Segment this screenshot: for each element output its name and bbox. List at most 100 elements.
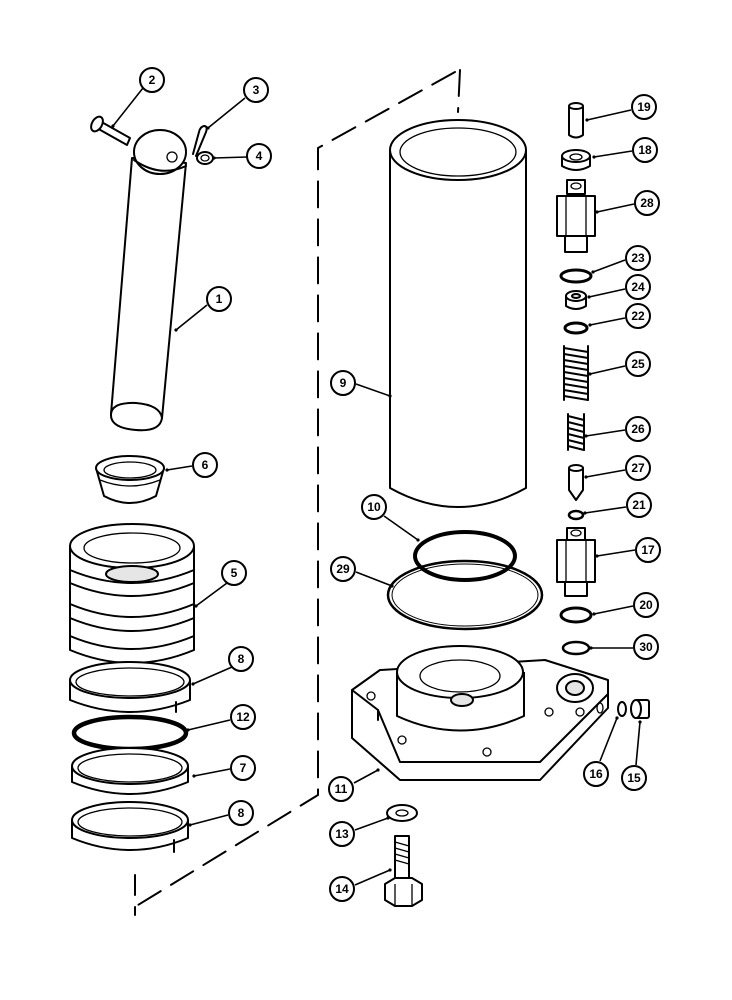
callout-26: 26 — [584, 416, 651, 442]
callout-circle — [583, 761, 609, 787]
callout-circle — [621, 765, 647, 791]
callout-leader-line — [588, 288, 626, 298]
callout-circle — [230, 704, 256, 730]
callout-circle — [625, 245, 651, 271]
callout-6: 6 — [165, 452, 218, 478]
callout-circle — [361, 494, 387, 520]
callout-number: 8 — [238, 652, 245, 666]
callout-leader-line — [189, 814, 229, 826]
wear-ring-upper-part — [69, 661, 191, 713]
callout-leader-tip — [584, 475, 588, 479]
callout-leader-line — [112, 87, 144, 127]
callout-leader-tip — [188, 823, 192, 827]
spring-large-part — [563, 345, 589, 401]
callout-28: 28 — [595, 190, 660, 216]
o-ring-30-part — [561, 640, 591, 656]
callout-leader-tip — [192, 774, 196, 778]
callout-leader-line — [585, 469, 626, 478]
callout-number: 4 — [256, 149, 263, 163]
callout-leader-line — [175, 304, 208, 331]
callout-leader-tip — [638, 720, 642, 724]
callout-circle — [206, 286, 232, 312]
callout-leader-tip — [165, 468, 169, 472]
callout-leader-line — [585, 429, 626, 437]
callout-22: 22 — [588, 303, 651, 329]
callout-5: 5 — [194, 560, 247, 608]
o-ring-large-part — [413, 530, 517, 582]
callout-number: 3 — [253, 83, 260, 97]
callout-leader-tip — [206, 126, 210, 130]
plug-part — [630, 699, 650, 719]
callout-circle — [633, 634, 659, 660]
valve-seat-part — [565, 290, 587, 310]
callout-leader-tip — [111, 124, 115, 128]
callout-number: 9 — [340, 376, 347, 390]
callout-leader-line — [599, 717, 618, 762]
callout-number: 1 — [216, 292, 223, 306]
callout-leader-line — [586, 109, 632, 121]
callout-leader-tip — [386, 816, 390, 820]
callout-number: 13 — [335, 827, 349, 841]
callout-leader-line — [207, 97, 246, 129]
o-ring-21-part — [567, 509, 585, 521]
callout-leader-tip — [591, 270, 595, 274]
callout-leader-line — [596, 549, 636, 557]
o-ring-22-part — [563, 321, 589, 335]
callout-circle — [329, 876, 355, 902]
callout-circle — [243, 77, 269, 103]
callout-leader-line — [213, 156, 248, 159]
callout-number: 15 — [627, 771, 641, 785]
callout-circle — [330, 556, 356, 582]
callout-leader-line — [596, 203, 635, 213]
callout-4: 4 — [212, 143, 272, 169]
bushing-part — [95, 455, 165, 504]
callout-leader-line — [187, 719, 231, 731]
callout-number: 5 — [231, 566, 238, 580]
callout-circle — [634, 190, 660, 216]
callout-29: 29 — [330, 556, 394, 588]
callout-leader-tip — [174, 328, 178, 332]
callout-23: 23 — [591, 245, 651, 274]
callout-number: 20 — [639, 598, 653, 612]
callout-leader-line — [593, 605, 634, 615]
valve-body-lower-part — [556, 527, 596, 597]
backup-ring-part — [71, 747, 189, 795]
callout-leader-line — [192, 666, 233, 685]
callout-number: 30 — [639, 640, 653, 654]
o-ring-20-part — [559, 606, 593, 624]
nut-part — [561, 149, 591, 171]
callout-circle — [330, 370, 356, 396]
callout-21: 21 — [583, 492, 652, 518]
callout-leader-tip — [388, 394, 392, 398]
callout-number: 28 — [640, 196, 654, 210]
callout-leader-tip — [212, 156, 216, 160]
callout-number: 22 — [631, 309, 645, 323]
callout-number: 16 — [589, 767, 603, 781]
callout-number: 23 — [631, 251, 645, 265]
callout-11: 11 — [328, 768, 380, 802]
callout-25: 25 — [588, 351, 651, 377]
callout-number: 25 — [631, 357, 645, 371]
valve-body-upper-part — [556, 179, 596, 253]
callout-18: 18 — [592, 137, 658, 163]
callout-circle — [230, 755, 256, 781]
callout-leader-tip — [585, 118, 589, 122]
piston-part — [69, 523, 195, 664]
callout-leader-line — [166, 465, 193, 471]
callout-8: 8 — [191, 646, 254, 686]
callout-leader-tip — [587, 295, 591, 299]
callout-3: 3 — [206, 77, 269, 130]
callout-leader-line — [383, 515, 419, 541]
callout-circle — [139, 67, 165, 93]
callout-20: 20 — [592, 592, 659, 618]
callout-number: 11 — [335, 782, 348, 796]
callout-leader-line — [593, 150, 633, 158]
callout-leader-tip — [376, 768, 380, 772]
callout-10: 10 — [361, 494, 420, 542]
callout-9: 9 — [330, 370, 392, 398]
callout-13: 13 — [329, 816, 390, 847]
callout-14: 14 — [329, 868, 392, 902]
callout-leader-line — [592, 259, 626, 273]
